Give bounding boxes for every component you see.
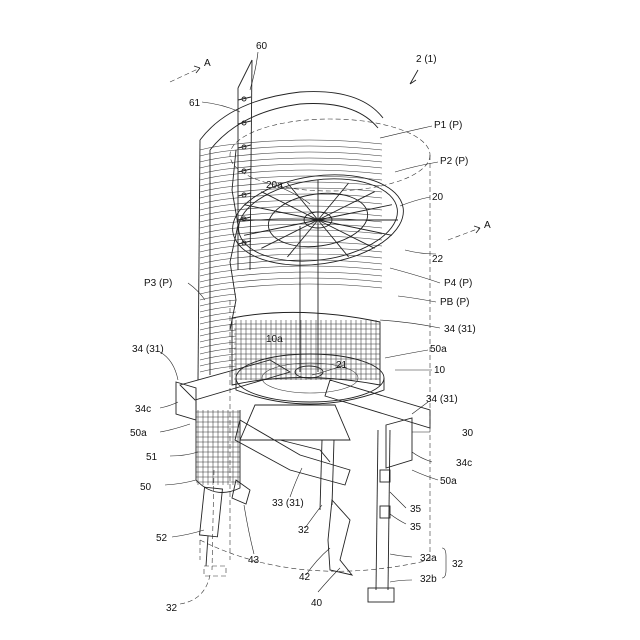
slat bbox=[200, 174, 236, 180]
label-30: 30 bbox=[462, 428, 474, 439]
slat bbox=[200, 204, 236, 210]
label-50: 50 bbox=[140, 482, 152, 493]
slat bbox=[200, 306, 236, 312]
slat bbox=[200, 228, 236, 234]
label-10: 10 bbox=[434, 365, 446, 376]
slat bbox=[200, 216, 236, 222]
label-pb: PB (P) bbox=[440, 297, 469, 308]
slat bbox=[200, 144, 236, 150]
label-32a: 32a bbox=[420, 553, 437, 564]
label-p3: P3 (P) bbox=[144, 278, 172, 289]
label-p4: P4 (P) bbox=[444, 278, 472, 289]
ladder bbox=[238, 60, 252, 270]
label-32b: 32b bbox=[420, 574, 437, 585]
slat bbox=[200, 282, 236, 288]
label-32-bottom: 32 bbox=[166, 603, 178, 614]
slat bbox=[200, 294, 236, 300]
label-61: 61 bbox=[189, 98, 201, 109]
slat bbox=[200, 240, 236, 246]
label-p1: P1 (P) bbox=[434, 120, 462, 131]
slat-back bbox=[236, 188, 382, 192]
label-32-mid: 32 bbox=[298, 525, 310, 536]
label-p2: P2 (P) bbox=[440, 156, 468, 167]
label-10a: 10a bbox=[266, 334, 283, 345]
label-42: 42 bbox=[299, 572, 311, 583]
label-35-b: 35 bbox=[410, 522, 422, 533]
slat bbox=[200, 288, 236, 294]
label-22: 22 bbox=[432, 254, 444, 265]
slat-back bbox=[236, 242, 382, 246]
label-50a-left: 50a bbox=[130, 428, 147, 439]
slat-back bbox=[236, 272, 382, 276]
label-40: 40 bbox=[311, 598, 323, 609]
slat-back bbox=[236, 158, 382, 162]
label-50a-right: 50a bbox=[430, 344, 447, 355]
slat-back bbox=[236, 278, 382, 282]
slat-back bbox=[236, 266, 382, 270]
label-35-a: 35 bbox=[410, 504, 422, 515]
slat bbox=[200, 354, 236, 360]
slat bbox=[200, 276, 236, 282]
slat-back bbox=[236, 284, 382, 288]
label-51: 51 bbox=[146, 452, 158, 463]
label-60: 60 bbox=[256, 41, 268, 52]
spoke bbox=[318, 220, 375, 248]
slat bbox=[200, 210, 236, 216]
slat bbox=[200, 180, 236, 186]
label-34c-left: 34c bbox=[135, 404, 151, 415]
slat bbox=[200, 246, 236, 252]
label-34-31-right: 34 (31) bbox=[426, 394, 458, 405]
label-20a: 20a bbox=[266, 180, 283, 191]
slat bbox=[200, 234, 236, 240]
slat bbox=[200, 318, 236, 324]
phantom-cylinder bbox=[200, 119, 430, 571]
slat bbox=[200, 312, 236, 318]
slat-back bbox=[236, 152, 382, 156]
label-34-31-left: 34 (31) bbox=[132, 344, 164, 355]
label-32-brace: 32 bbox=[452, 559, 464, 570]
label-34c-right: 34c bbox=[456, 458, 472, 469]
slat bbox=[200, 222, 236, 228]
label-50a-right2: 50a bbox=[440, 476, 457, 487]
slat-back bbox=[236, 140, 382, 144]
slat bbox=[200, 342, 236, 348]
label-33-31: 33 (31) bbox=[272, 498, 304, 509]
label-2-1: 2 (1) bbox=[416, 54, 437, 65]
central-shaft bbox=[295, 226, 323, 378]
slat-back bbox=[236, 170, 382, 174]
slat bbox=[200, 156, 236, 162]
slat bbox=[200, 150, 236, 156]
slat bbox=[200, 300, 236, 306]
slat bbox=[200, 168, 236, 174]
slat-back bbox=[236, 146, 382, 150]
label-43: 43 bbox=[248, 555, 260, 566]
slat bbox=[200, 270, 236, 276]
slat bbox=[200, 336, 236, 342]
slat bbox=[200, 192, 236, 198]
label-34-31-top: 34 (31) bbox=[444, 324, 476, 335]
label-a-top: A bbox=[204, 58, 211, 69]
slat-back bbox=[236, 236, 382, 240]
slat bbox=[200, 162, 236, 168]
slat bbox=[200, 348, 236, 354]
slat-back bbox=[236, 182, 382, 186]
label-20: 20 bbox=[432, 192, 444, 203]
label-a-right: A bbox=[484, 220, 491, 231]
label-52: 52 bbox=[156, 533, 168, 544]
label-21: 21 bbox=[336, 360, 348, 371]
slat bbox=[200, 198, 236, 204]
slat-back bbox=[236, 164, 382, 168]
louver-drum bbox=[198, 92, 383, 380]
slat bbox=[200, 186, 236, 192]
slat bbox=[200, 360, 236, 366]
slat bbox=[200, 330, 236, 336]
leader-lines bbox=[160, 52, 446, 604]
